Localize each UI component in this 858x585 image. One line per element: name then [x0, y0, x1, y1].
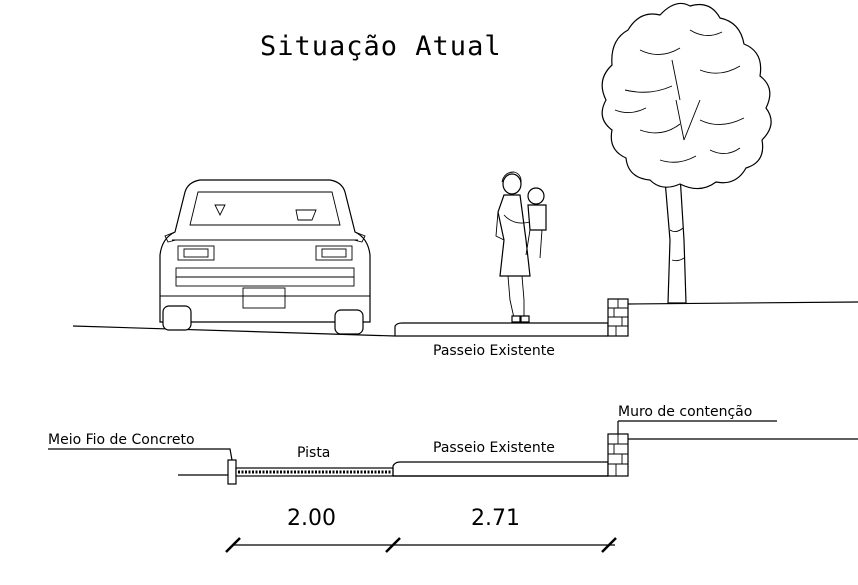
- dimension-line: [225, 537, 617, 553]
- dimension-pista: 2.00: [287, 506, 336, 531]
- label-pista: Pista: [297, 445, 330, 461]
- tree-icon: [601, 2, 772, 304]
- muro-callout: Muro de contenção: [617, 404, 777, 434]
- retaining-wall-icon: [607, 298, 629, 337]
- dimension-passeio: 2.71: [471, 506, 520, 531]
- car-icon: [159, 179, 371, 335]
- label-passeio-existente-bottom: Passeio Existente: [433, 440, 555, 456]
- label-muro: Muro de contenção: [618, 404, 752, 420]
- pedestrian-with-child-icon: [495, 171, 547, 323]
- label-meio-fio: Meio Fio de Concreto: [48, 432, 195, 448]
- label-passeio-existente-top: Passeio Existente: [433, 343, 555, 359]
- road-section: [178, 433, 858, 485]
- meio-fio-callout: Meio Fio de Concreto: [48, 432, 233, 461]
- drawing-title: Situação Atual: [260, 31, 502, 62]
